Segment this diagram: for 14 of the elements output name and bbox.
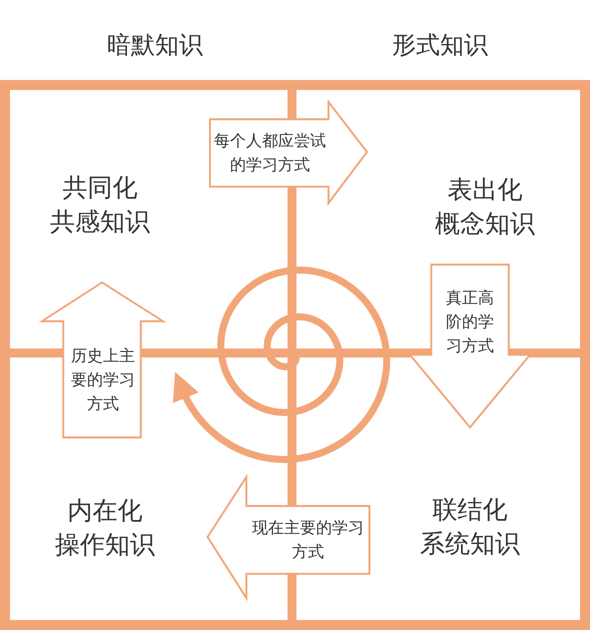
quadrant-subtitle: 共感知识 — [50, 206, 150, 238]
quadrant-subtitle: 概念知识 — [435, 208, 535, 240]
column-heading: 形式知识 — [392, 30, 488, 61]
quadrant-title: 联结化 — [432, 494, 508, 526]
quadrant-subtitle: 操作知识 — [55, 529, 155, 561]
quadrant-title: 共同化 — [62, 172, 138, 204]
arrow-label: 真正高阶的学习方式 — [445, 287, 495, 357]
quadrant-title: 内在化 — [68, 495, 142, 527]
quadrant-subtitle: 系统知识 — [420, 528, 520, 560]
arrow-label: 每个人都应尝试的学习方式 — [213, 130, 327, 176]
column-heading: 暗默知识 — [107, 30, 203, 61]
arrow-label: 现在主要的学习方式 — [251, 517, 365, 563]
arrow-label: 历史上主要的学习方式 — [70, 345, 136, 415]
quadrant-title: 表出化 — [448, 174, 522, 206]
